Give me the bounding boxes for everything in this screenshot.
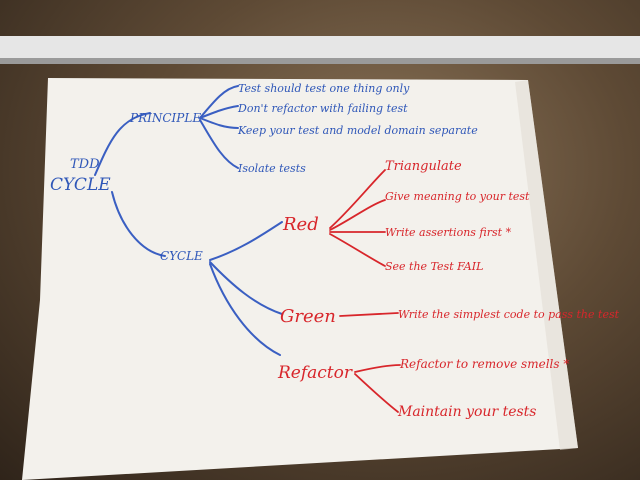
principle-branch-2 (199, 105, 239, 119)
cycle-to-red-line (209, 221, 283, 261)
principle-branch-1 (199, 85, 239, 119)
principle-item-3: Keep your test and model domain separate (237, 124, 478, 137)
red-item-2: Give meaning to your test (385, 190, 530, 203)
principle-item-1: Test should test one thing only (238, 82, 410, 95)
principle-item-4: Isolate tests (237, 162, 306, 175)
principle-branch-4 (199, 119, 239, 169)
green-branch-1 (339, 312, 399, 317)
refactor-item-1: Refactor to remove smells * (399, 357, 569, 371)
principle-branch-3 (199, 117, 239, 129)
root-label-line2: CYCLE (50, 175, 111, 195)
red-branch-4 (329, 233, 386, 267)
cycle-label: CYCLE (160, 249, 203, 263)
red-item-1: Triangulate (385, 159, 462, 174)
refactor-branch-1 (354, 364, 401, 373)
cycle-to-refactor-line (209, 263, 281, 356)
paper-edge-shade (515, 80, 578, 450)
green-item-1: Write the simplest code to pass the test (398, 308, 620, 321)
wall-rail-shadow (0, 58, 640, 64)
red-item-4: See the Test FAIL (385, 260, 483, 273)
red-item-3: Write assertions first * (385, 226, 512, 239)
cycle-to-green-line (209, 261, 283, 315)
refactor-phase-label: Refactor (277, 363, 353, 383)
root-to-principle-line (94, 112, 151, 176)
root-label-line1: TDD (70, 157, 100, 172)
refactor-item-2: Maintain your tests (397, 404, 537, 420)
principle-item-2: Don't refactor with failing test (237, 102, 408, 115)
root-to-cycle-line (111, 191, 166, 257)
paper-sheet (22, 78, 578, 480)
red-branch-2 (329, 199, 386, 231)
principle-label: PRINCIPLE (129, 111, 201, 125)
red-branch-1 (329, 169, 386, 229)
wall-rail (0, 36, 640, 60)
green-phase-label: Green (280, 306, 336, 327)
refactor-branch-2 (354, 373, 399, 413)
red-phase-label: Red (282, 214, 319, 235)
